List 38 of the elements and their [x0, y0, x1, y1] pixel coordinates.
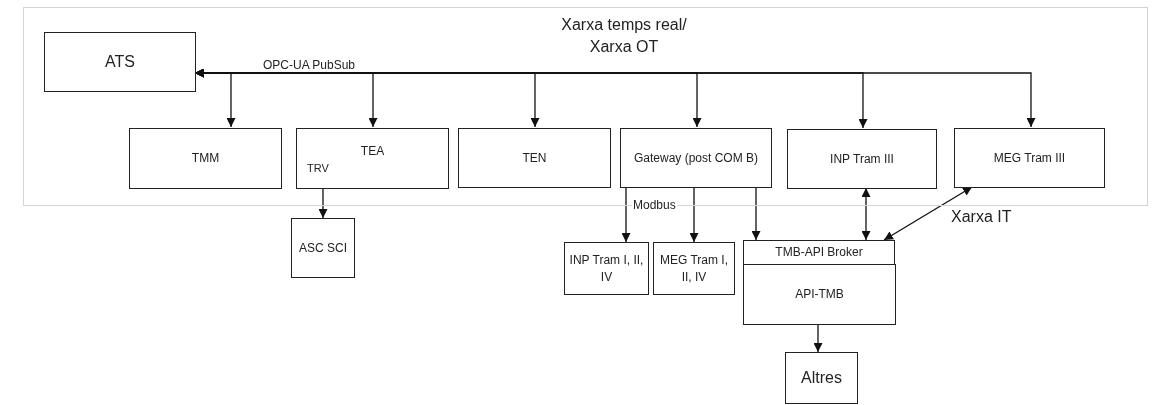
box-label: TEN	[521, 149, 548, 167]
arrow	[621, 186, 631, 243]
system-box	[564, 242, 649, 295]
box-label: TMB-API Broker	[774, 244, 864, 261]
arrow	[813, 324, 823, 353]
system-box	[291, 218, 355, 278]
system-box	[653, 242, 735, 295]
box-label: Altres	[800, 368, 843, 389]
box-label: INP Tram III	[829, 150, 895, 168]
box-label: API-TMB	[794, 286, 845, 303]
arrow	[689, 186, 699, 243]
box-label: Gateway (post COM B)	[633, 149, 759, 167]
zone-heading: Xarxa temps real/ Xarxa OT	[560, 15, 688, 58]
system-box	[785, 352, 858, 404]
system-box	[458, 128, 611, 188]
edge-label: Modbus	[632, 198, 677, 212]
system-box	[296, 128, 449, 189]
system-box	[743, 264, 896, 325]
box-label: MEG Tram III	[992, 149, 1067, 167]
arrow	[194, 68, 1036, 128]
arrow	[861, 187, 871, 241]
arrow	[318, 187, 328, 219]
box-label: TMM	[190, 150, 221, 167]
box-label: ATS	[104, 52, 136, 73]
box-label: TRV	[307, 161, 329, 176]
arrow	[751, 186, 761, 241]
system-box	[44, 32, 196, 92]
box-label: TEA	[359, 143, 386, 160]
system-box	[954, 128, 1105, 188]
box-label: MEG Tram I, II, IV	[659, 252, 729, 285]
system-box	[129, 128, 282, 189]
system-box	[620, 128, 772, 188]
box-label: ASC SCI	[298, 239, 348, 257]
system-box	[743, 240, 895, 265]
edge-label: OPC-UA PubSub	[262, 58, 357, 72]
system-box	[787, 129, 937, 189]
arrow	[883, 186, 973, 241]
box-label: INP Tram I, II, IV	[568, 252, 645, 285]
